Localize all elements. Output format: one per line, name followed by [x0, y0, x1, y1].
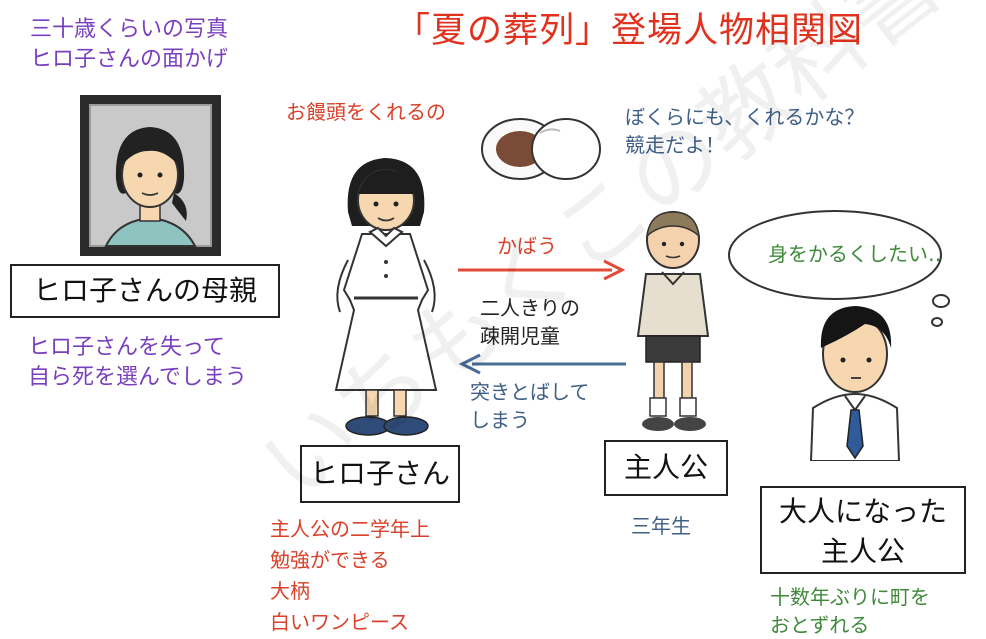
mother-desc-line-2: 自ら死を選んでしまう	[28, 365, 247, 390]
protagonist-name-box: 主人公	[604, 440, 728, 496]
hiroko-desc-line-3: 大柄	[270, 579, 310, 603]
evacuees-label: 二人きりの 疎開児童	[480, 294, 580, 350]
evacuees-line-1: 二人きりの	[480, 296, 580, 320]
mother-description: ヒロ子さんを失って 自ら死を選んでしまう	[28, 333, 247, 393]
mother-name-box: ヒロ子さんの母親	[10, 264, 280, 318]
push-label: 突きとばして しまう	[470, 378, 589, 434]
protect-label: かばう	[497, 234, 557, 258]
adult-name-line-2: 主人公	[820, 535, 905, 568]
hiroko-speech: お饅頭をくれるの	[286, 100, 446, 124]
mother-portrait	[104, 127, 197, 247]
thought-bubble	[728, 210, 950, 327]
mother-desc-line-1: ヒロ子さんを失って	[28, 335, 225, 360]
protect-arrow	[458, 259, 626, 281]
hiroko-desc-line-4: 白いワンピース	[270, 610, 409, 634]
push-arrow	[458, 353, 626, 375]
relation-arrows	[458, 259, 626, 375]
mother-photo-note-line-2: ヒロ子さんの面かげ	[30, 47, 229, 72]
adult-desc-line-2: おとずれる	[770, 613, 870, 637]
push-line-1: 突きとばして	[470, 380, 590, 404]
adult-description: 十数年ぶりに町を おとずれる	[770, 583, 930, 639]
protagonist-grade: 三年生	[631, 514, 691, 538]
mother-photo-note-line-1: 三十歳くらいの写真	[30, 17, 229, 42]
manju-illustration	[481, 118, 601, 180]
kids-speech-line-1: ぼくらにも、くれるかな？	[625, 105, 865, 129]
kids-speech-line-2: 競走だよ！	[625, 133, 725, 157]
hiroko-desc-line-2: 勉強ができる	[270, 548, 390, 572]
adult-name-box: 大人になった 主人公	[760, 486, 966, 574]
push-line-2: しまう	[470, 408, 530, 432]
hiroko-figure	[334, 158, 438, 436]
adult-name-line-1: 大人になった	[778, 495, 947, 528]
protagonist-figure	[636, 211, 710, 431]
adult-thought-text: 身をかるくしたい‥	[768, 242, 942, 266]
kids-speech: ぼくらにも、くれるかな？ 競走だよ！	[625, 103, 864, 159]
hiroko-name-box: ヒロ子さん	[300, 445, 460, 503]
diagram-title: 「夏の葬列」登場人物相関図	[395, 11, 864, 51]
hiroko-desc-line-1: 主人公の二学年上	[270, 517, 430, 541]
adult-desc-line-1: 十数年ぶりに町を	[770, 585, 930, 609]
evacuees-line-2: 疎開児童	[480, 324, 560, 348]
mother-photo-note: 三十歳くらいの写真 ヒロ子さんの面かげ	[30, 15, 228, 75]
hiroko-description: 主人公の二学年上 勉強ができる 大柄 白いワンピース	[270, 514, 430, 638]
adult-figure	[809, 306, 901, 461]
mother-photo-frame	[80, 95, 221, 256]
